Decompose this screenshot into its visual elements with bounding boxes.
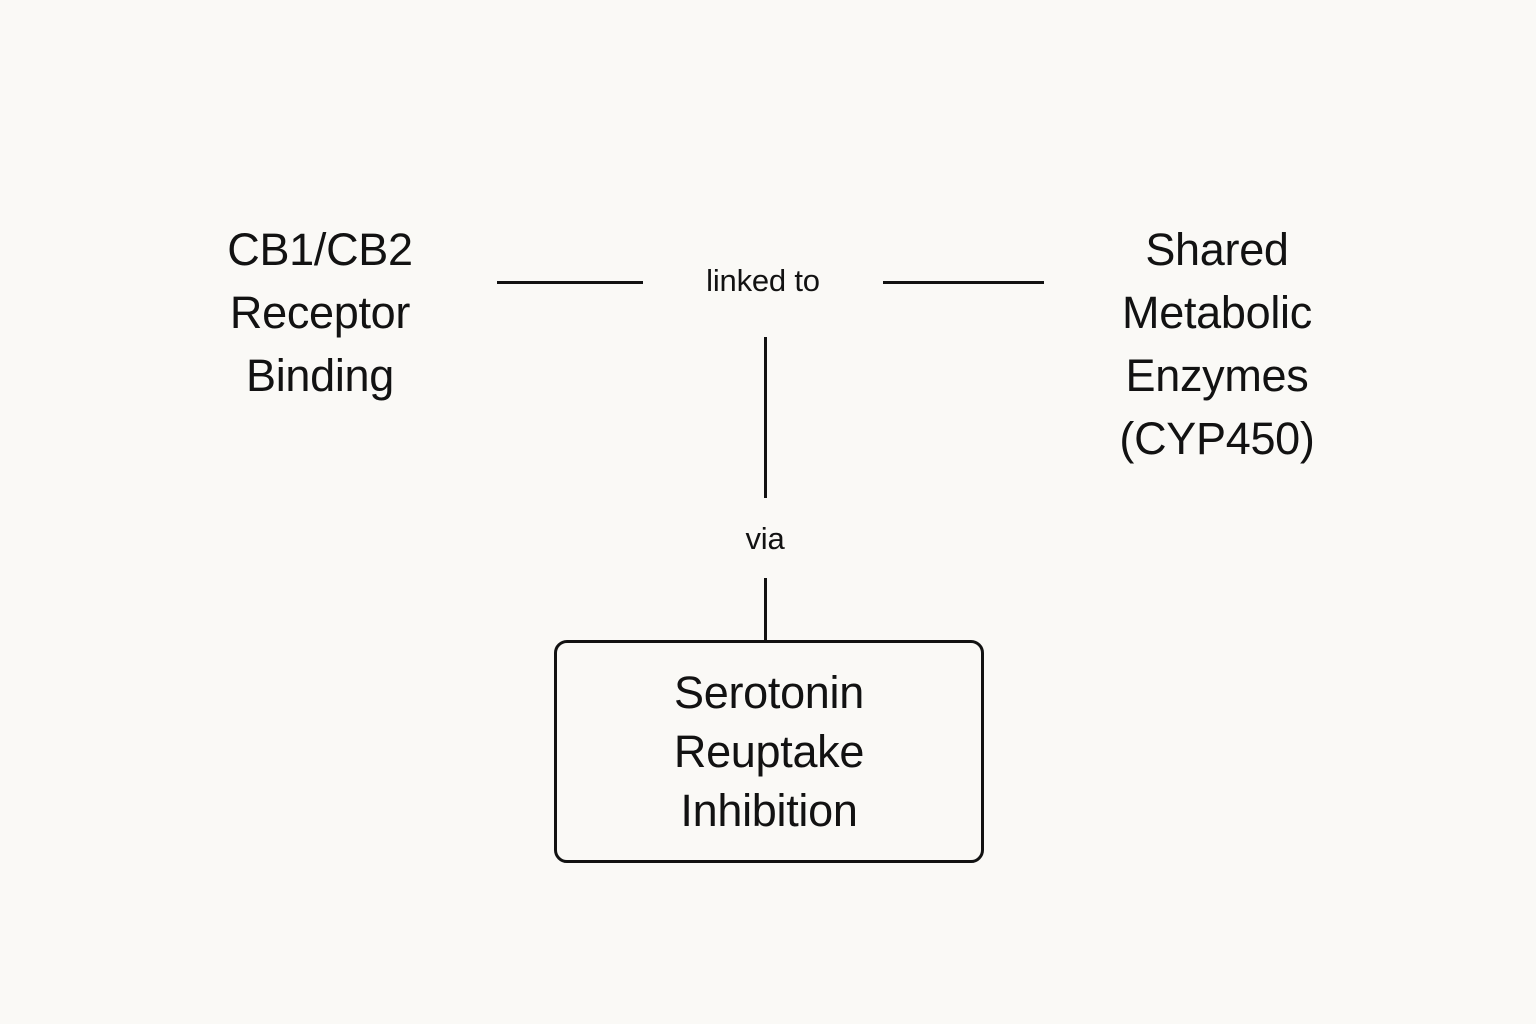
edge-linked-to-right-segment: [883, 281, 1044, 284]
node-serotonin-reuptake-inhibition[interactable]: Serotonin Reuptake Inhibition: [554, 640, 984, 863]
edge-via-upper-segment: [764, 337, 767, 498]
node-shared-metabolic-enzymes[interactable]: Shared Metabolic Enzymes (CYP450): [1119, 224, 1315, 464]
node-cb1-cb2-receptor-binding[interactable]: CB1/CB2 Receptor Binding: [227, 224, 413, 401]
edge-label-linked-to: linked to: [706, 263, 820, 298]
edge-linked-to-left-segment: [497, 281, 643, 284]
edge-label-via: via: [745, 521, 785, 556]
edge-via-lower-segment: [764, 578, 767, 641]
